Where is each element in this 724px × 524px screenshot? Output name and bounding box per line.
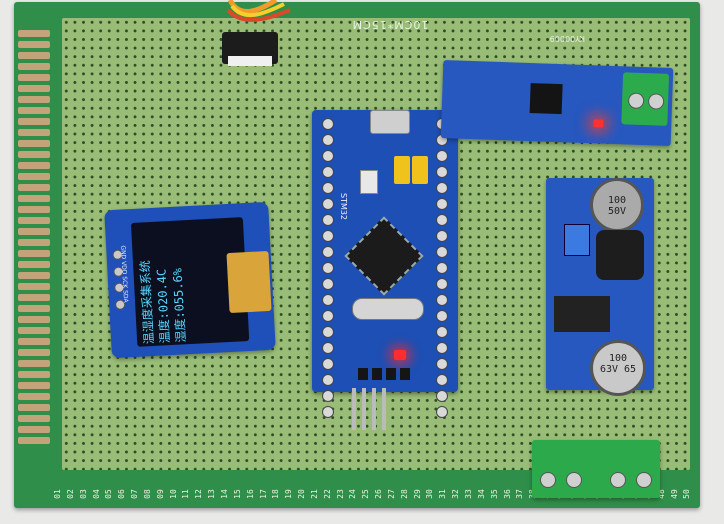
wire-bundle (222, 0, 291, 66)
stm32-silkscreen: STM32 (339, 192, 349, 221)
output-capacitor: 100 63V 65 (590, 340, 646, 396)
edge-connector-strip (18, 30, 52, 450)
stm32-right-pin-row (436, 118, 448, 418)
column-number: 50 (682, 489, 692, 499)
power-led (394, 350, 406, 360)
board-size-silkscreen: 10CM*15CM (351, 18, 429, 31)
rs485-led (593, 119, 604, 128)
stm32-board: STM32 (312, 110, 458, 418)
power-terminal-block (532, 440, 660, 498)
buck-converter-module: 100 50V 100 63V 65 (546, 178, 654, 396)
stm32-left-pin-row (322, 118, 334, 418)
rs485-terminal-block (621, 72, 670, 126)
trim-potentiometer (564, 224, 590, 256)
rs485-module (440, 60, 674, 146)
swd-header-pins (352, 388, 408, 430)
swd-header (358, 368, 414, 380)
inductor (596, 230, 644, 280)
input-capacitor: 100 50V (590, 178, 644, 232)
transceiver-chip (529, 83, 563, 115)
micro-usb-port (370, 110, 410, 134)
input-capacitor-label: 100 50V (607, 195, 627, 217)
oled-flex-cable (226, 250, 272, 314)
crystal-oscillator (352, 298, 424, 320)
boot1-jumper (412, 156, 428, 184)
microcontroller-chip (344, 216, 424, 296)
regulator-chip (554, 296, 610, 332)
board-code-silkscreen: KY00009 (549, 34, 585, 43)
oled-text: 温湿度采集系统 温度:020.4C 湿度:055.6% (136, 238, 189, 345)
output-capacitor-label: 100 63V 65 (599, 353, 637, 375)
reset-button (360, 170, 378, 194)
boot0-jumper (394, 156, 410, 184)
